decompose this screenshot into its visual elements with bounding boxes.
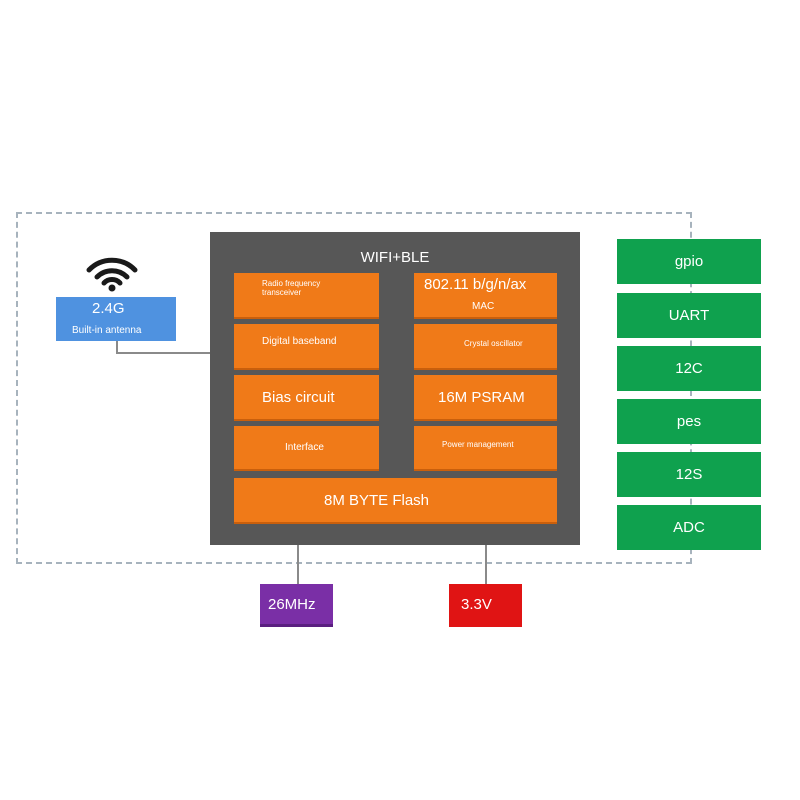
bias-circuit-label: Bias circuit	[262, 389, 335, 406]
mac-label: MAC	[472, 301, 495, 312]
rf-transceiver-block: Radio frequency transceiver	[234, 273, 379, 319]
bias-circuit-block: Bias circuit	[234, 375, 379, 421]
antenna-label: Built-in antenna	[72, 325, 142, 336]
interface-block: Interface	[234, 426, 379, 471]
mac-block: 802.11 b/g/n/ax MAC	[414, 273, 557, 319]
clock-label: 26MHz	[268, 596, 316, 613]
power-management-block: Power management	[414, 426, 557, 471]
peripheral-12s: 12S	[617, 452, 761, 497]
power-management-label: Power management	[442, 440, 514, 449]
flash-block: 8M BYTE Flash	[234, 478, 557, 524]
rf-transceiver-label: Radio frequency transceiver	[262, 279, 321, 297]
psram-label: 16M PSRAM	[438, 389, 525, 406]
crystal-oscillator-label: Crystal oscillator	[464, 339, 523, 348]
peripheral-12c: 12C	[617, 346, 761, 391]
power-label: 3.3V	[461, 596, 492, 613]
power-connector	[485, 545, 487, 584]
flash-label: 8M BYTE Flash	[324, 492, 430, 509]
clock-connector	[297, 545, 299, 584]
antenna-frequency: 2.4G	[92, 300, 125, 317]
power-box: 3.3V	[449, 584, 522, 627]
psram-block: 16M PSRAM	[414, 375, 557, 421]
peripheral-gpio: gpio	[617, 239, 761, 284]
digital-baseband-label: Digital baseband	[262, 336, 337, 347]
wifi-standard-label: 802.11 b/g/n/ax	[424, 276, 527, 293]
chip-title: WIFI+BLE	[360, 249, 430, 266]
clock-box: 26MHz	[260, 584, 333, 627]
antenna-connector	[116, 341, 118, 353]
peripheral-uart: UART	[617, 293, 761, 338]
crystal-oscillator-block: Crystal oscillator	[414, 324, 557, 370]
antenna-box: 2.4G Built-in antenna	[56, 297, 176, 341]
antenna-connector-h	[116, 352, 210, 354]
interface-label: Interface	[285, 442, 324, 453]
digital-baseband-block: Digital baseband	[234, 324, 379, 370]
peripheral-adc: ADC	[617, 505, 761, 550]
peripheral-pes: pes	[617, 399, 761, 444]
wifi-icon	[86, 256, 138, 292]
